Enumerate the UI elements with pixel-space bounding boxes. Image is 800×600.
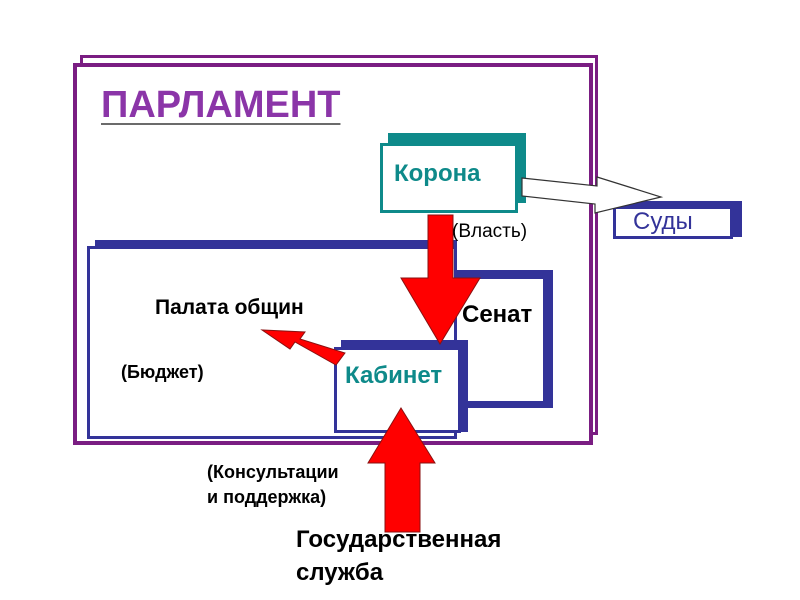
civil-service-label-line1: Государственная	[296, 526, 502, 553]
parliament-title: ПАРЛАМЕНТ	[101, 84, 341, 126]
crown-to-cabinet-arrow	[400, 214, 481, 345]
power-label: (Власть)	[452, 221, 528, 242]
senate-label: Сенат	[462, 301, 533, 328]
crown-box	[380, 143, 518, 213]
cabinet-to-commons-arrow	[260, 329, 346, 366]
civil-service-label-line2: служба	[296, 559, 384, 586]
cabinet-label: Кабинет	[345, 362, 443, 389]
budget-label: (Бюджет)	[121, 362, 204, 382]
civil-service-to-cabinet-arrow	[367, 407, 436, 533]
commons-label: Палата общин	[155, 296, 304, 319]
crown-label: Корона	[394, 160, 481, 187]
courts-box	[613, 206, 733, 239]
consultation-label-line2: и поддержка)	[207, 487, 327, 507]
courts-label: Суды	[633, 208, 693, 235]
crown-to-courts-arrow	[521, 176, 664, 214]
consultation-label-line1: (Консультации	[207, 462, 339, 482]
